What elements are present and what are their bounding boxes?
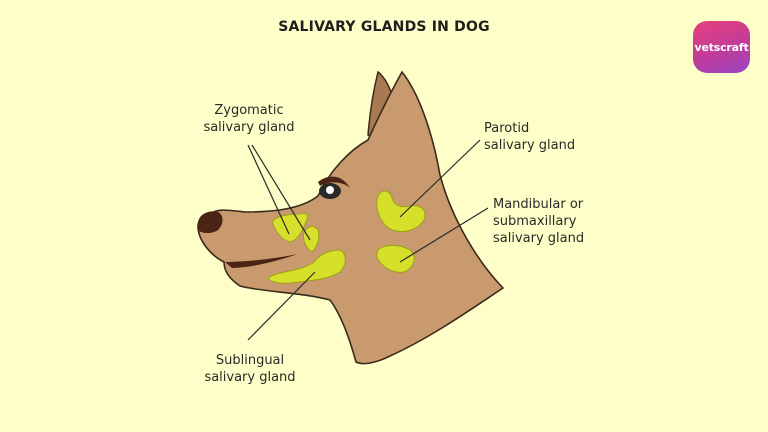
dog-nose (198, 211, 223, 233)
mandibular-label: Mandibular or submaxillary salivary glan… (493, 197, 585, 246)
mandibular-gland (376, 245, 415, 273)
zygomatic-pointer-2 (251, 144, 311, 241)
parotid-gland (376, 190, 426, 233)
dog-mouth (225, 254, 298, 268)
zygomatic-pointer-1 (247, 144, 290, 235)
vetscraft-logo[interactable]: vetscraft (693, 21, 750, 73)
dog-eyebrow (318, 176, 350, 188)
zygomatic-gland-2 (303, 225, 320, 253)
dog-head (197, 70, 505, 365)
logo-text: vetscraft (694, 40, 749, 54)
parotid-pointer (399, 139, 481, 218)
sublingual-pointer (247, 271, 316, 341)
mandibular-pointer (399, 207, 489, 263)
zygomatic-label: Zygomatic salivary gland (203, 103, 295, 135)
diagram-title: SALIVARY GLANDS IN DOG (278, 19, 490, 35)
sublingual-label: Sublingual salivary gland (204, 353, 296, 385)
parotid-label: Parotid salivary gland (484, 121, 576, 153)
sublingual-gland (267, 249, 346, 284)
